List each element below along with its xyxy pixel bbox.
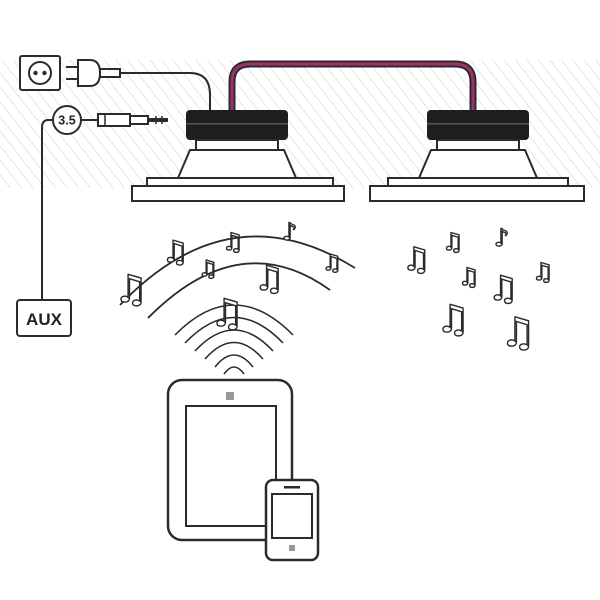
aux-input-box: AUX [16, 299, 72, 337]
music-note-icon: ♫ [488, 269, 518, 309]
right-ceiling-speaker [369, 110, 585, 202]
music-note-icon: ♫ [532, 258, 554, 286]
music-note-icon: ♫ [162, 235, 189, 270]
music-note-icon: ♪ [494, 224, 509, 252]
sound-wave-arcs [119, 235, 356, 319]
music-note-icon: ♪ [282, 218, 297, 246]
music-note-icon: ♫ [402, 240, 431, 278]
music-note-icon: ♫ [222, 228, 244, 256]
speaker-link-cable [228, 60, 477, 112]
music-note-icon: ♫ [436, 297, 470, 341]
tablet-icon [166, 378, 294, 542]
power-cable [120, 72, 211, 112]
power-outlet-icon [19, 55, 61, 91]
music-note-icon: ♫ [322, 251, 342, 276]
music-note-icon: ♫ [254, 259, 284, 299]
left-ceiling-speaker [131, 110, 345, 202]
smartphone-icon [264, 478, 320, 562]
aux-label: AUX [26, 310, 63, 329]
music-note-icon: ♫ [500, 310, 536, 356]
music-notes: ♫♫♪♫♫♫♫♫♫♫♪♫♫♫♫♫ [113, 217, 554, 356]
audio-jack-3-5-icon [81, 113, 168, 127]
jack-size-label: 3.5 [58, 114, 75, 128]
music-note-icon: ♫ [458, 263, 480, 291]
music-note-icon: ♫ [210, 291, 244, 335]
music-note-icon: ♫ [198, 257, 218, 282]
music-note-icon: ♫ [442, 228, 464, 256]
wireless-signal-icon [174, 304, 294, 375]
jack-size-badge: 3.5 [52, 105, 82, 135]
aux-cable [41, 119, 53, 300]
music-note-icon: ♫ [114, 267, 148, 311]
